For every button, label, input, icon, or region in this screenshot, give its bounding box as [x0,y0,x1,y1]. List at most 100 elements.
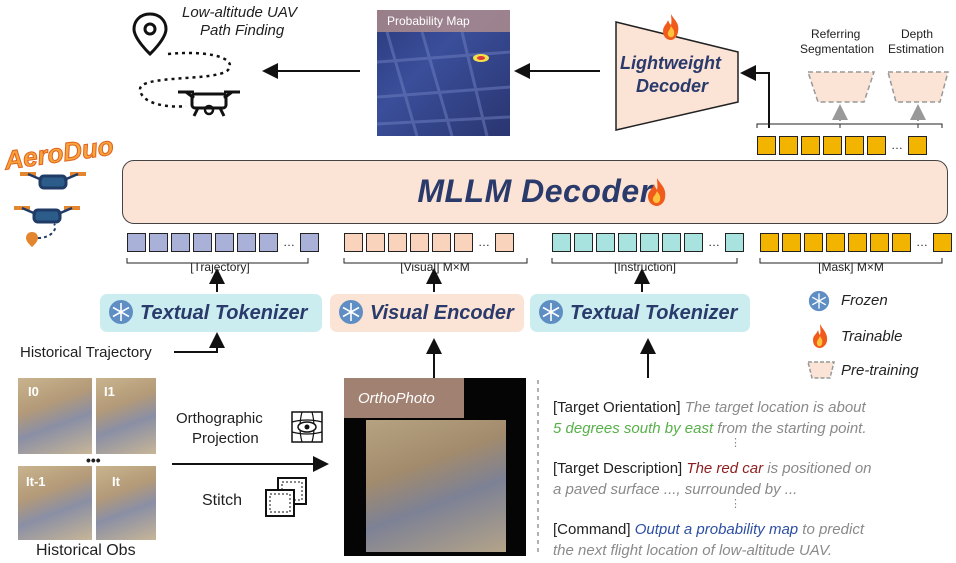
depth-head [887,71,949,103]
visual-token [366,233,385,252]
frame-label: It [112,474,120,489]
vertical-ellipsis: ⋮ [730,498,741,510]
visual-token [344,233,363,252]
stitch-icon [265,477,307,517]
depth-label-1: Depth [901,27,934,41]
drone-icon [178,90,240,117]
probability-map-label: Probability Map [387,14,470,28]
lightweight-label: Lightweight [620,53,721,73]
fire-icon [663,14,679,40]
mask-token [804,233,823,252]
trajectory-token [171,233,190,252]
instruction-token [725,233,744,252]
trajectory-token-row: … [127,233,319,252]
orientation-highlight: 5 degrees south by east [553,420,714,437]
prompt-description-line2: a paved surface ..., surrounded by ... [553,479,797,500]
trajectory-token [237,233,256,252]
path-finding-title: Path Finding [200,22,285,39]
mllm-decoder-block: MLLM Decoder [122,160,948,224]
description-head: [Target Description] [553,460,683,477]
mask-token [757,136,776,155]
instruction-token [640,233,659,252]
prompt-description-line1: [Target Description] The red car is posi… [553,458,872,479]
textual-tokenizer-right: Textual Tokenizer [530,294,750,332]
uav-title: Low-altitude UAV [182,4,298,21]
mask-token [848,233,867,252]
description-highlight: The red car [682,460,764,477]
frame-ellipsis: ••• [86,452,101,468]
mask-token [870,233,889,252]
prompt-command-line1: [Command] Output a probability map to pr… [553,519,864,540]
command-text: to predict [798,521,864,538]
instruction-token [684,233,703,252]
ellipsis: … [891,138,903,152]
mllm-decoder-text: MLLM Decoder [417,173,653,209]
visual-encoder-label: Visual Encoder [370,302,514,324]
referring-label-1: Referring [811,27,861,41]
trajectory-token [127,233,146,252]
map-grid [377,32,510,136]
command-text-2: the next flight location of low-altitude… [553,542,833,559]
frame-label: It-1 [26,474,46,489]
mask-token [867,136,886,155]
ellipsis: … [478,235,490,249]
instruction-token [552,233,571,252]
description-text-2: a paved surface ..., surrounded by ... [553,481,798,498]
mask-token-row-top: … [757,136,927,155]
mask-token [823,136,842,155]
trajectory-token [300,233,319,252]
mask-token [908,136,927,155]
fire-icon [813,324,828,348]
visual-token [432,233,451,252]
instruction-token [662,233,681,252]
orientation-text-2: from the starting point. [713,420,867,437]
ellipsis: … [916,235,928,249]
trajectory-group-label: [Trajectory] [190,260,250,274]
mask-token [801,136,820,155]
aeroduo-drones-icon [14,172,86,247]
obs-frame-it: It [96,466,156,540]
obs-frame-it1: It-1 [18,466,92,540]
mask-token [826,233,845,252]
segmentation-head [806,71,876,103]
visual-token-row: … [344,233,514,252]
mask-token [845,136,864,155]
instruction-token [596,233,615,252]
legend-trainable: Trainable [841,328,903,345]
referring-label-2: Segmentation [800,42,875,56]
legend-pretraining: Pre-training [841,362,919,379]
trajectory-token [149,233,168,252]
command-highlight: Output a probability map [630,521,799,538]
legend-frozen: Frozen [841,292,888,309]
snowflake-icon [109,300,133,324]
orientation-text: The target location is about [680,399,866,416]
visual-token [388,233,407,252]
probability-map-image: Probability Map [377,10,510,136]
visual-token [410,233,429,252]
mask-token [933,233,952,252]
pretraining-legend-swatch [807,361,835,379]
snowflake-icon [808,290,830,312]
ellipsis: … [708,235,720,249]
snowflake-icon [339,300,363,324]
description-text: is positioned on [763,460,872,477]
mllm-decoder-label: MLLM Decoder [123,173,947,210]
prompt-command-line2: the next flight location of low-altitude… [553,540,832,561]
mask-group-label: [Mask] M×M [818,260,884,274]
prompt-orientation-line1: [Target Orientation] The target location… [553,397,866,418]
uav-path-illustration [132,12,240,117]
visual-token [495,233,514,252]
visual-encoder: Visual Encoder [330,294,524,332]
location-pin-icon [132,12,168,57]
obs-frame-i0: I0 [18,378,92,454]
mask-token [779,136,798,155]
stitch-label: Stitch [202,492,243,509]
instruction-token [574,233,593,252]
snowflake-icon [539,300,563,324]
instruction-token [618,233,637,252]
trajectory-token [259,233,278,252]
orientation-head: [Target Orientation] [553,399,681,416]
mask-token [782,233,801,252]
historical-trajectory-label: Historical Trajectory [20,344,152,361]
